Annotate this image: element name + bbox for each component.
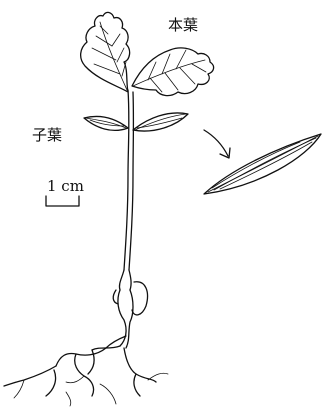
scale-label: 1 cm [47, 177, 84, 195]
true-leaf-left [81, 12, 130, 92]
cotyledon-detail [204, 134, 321, 194]
arrow [204, 130, 230, 158]
stem [124, 90, 133, 270]
cotyledon-left [84, 116, 128, 130]
scale-bar [46, 196, 79, 206]
true-leaf-label: 本葉 [168, 16, 198, 34]
cotyledon-label: 子葉 [32, 126, 62, 144]
true-leaf-right [132, 48, 214, 96]
cotyledon-right [133, 113, 188, 131]
root-system [4, 270, 168, 406]
